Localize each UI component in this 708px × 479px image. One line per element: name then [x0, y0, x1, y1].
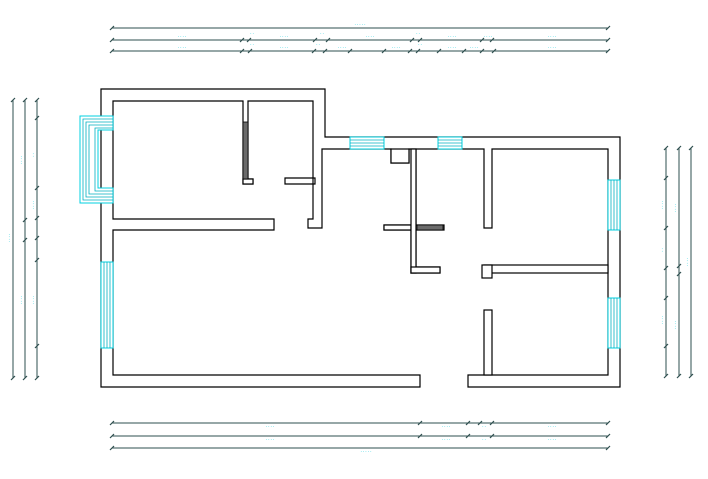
top-dim-text: ··: [250, 31, 255, 36]
top-overall-dim-text: ·····: [354, 22, 366, 27]
top-dimension-chain: ····· ···· ·· ···· ·· ···· ·· ···· ···· …: [109, 22, 611, 54]
top-dim-text: ··: [250, 42, 255, 47]
wall-mass: [100, 88, 621, 388]
walls: [100, 88, 621, 388]
top-dim-text: ····: [337, 45, 347, 50]
bottom-dim-text: ····: [547, 437, 557, 442]
top-dim-text: ····: [279, 45, 289, 50]
bottom-dimension-chain: ···· ···· ·· ···· ···· ···· ·· ···· ····…: [109, 420, 611, 454]
wall-segment: [410, 266, 441, 274]
left-dim-text: ····: [7, 233, 12, 243]
wall-segment: [483, 264, 609, 274]
top-dim-text: ····: [469, 45, 479, 50]
right-dim-text: ····: [660, 315, 665, 325]
window-right-lower: [607, 297, 621, 349]
right-dim-text: ····: [673, 203, 678, 213]
structural-column: [242, 121, 249, 180]
wall-segment: [242, 178, 254, 185]
top-dim-text: ····: [279, 34, 289, 39]
top-dim-text: ····: [483, 34, 493, 39]
window-top-left: [349, 136, 385, 150]
right-dim-text: ····: [673, 320, 678, 330]
structural-column: [416, 224, 444, 231]
bottom-dim-text: ····: [441, 437, 451, 442]
top-dim-text: ··: [418, 42, 423, 47]
wall-segment: [390, 148, 410, 164]
top-dim-text: ····: [547, 34, 557, 39]
bottom-dim-text: ····: [265, 437, 275, 442]
top-dim-text: ····: [391, 45, 401, 50]
window-left-lower: [100, 261, 114, 349]
right-dimension-chain: ···· ···· ·· ···· ···· ····: [660, 145, 694, 379]
right-dim-text: ····: [660, 200, 665, 210]
right-dim-text: ····: [685, 257, 690, 267]
top-dim-text: ··: [320, 31, 325, 36]
top-dim-text: ····: [447, 34, 457, 39]
bottom-dim-text: ····: [265, 424, 275, 429]
window-top-right: [437, 136, 463, 150]
top-dim-text: ····: [365, 34, 375, 39]
top-dim-text: ····: [177, 34, 187, 39]
left-dim-text: ····: [31, 295, 36, 305]
bottom-dim-text: ····: [547, 424, 557, 429]
bay-window: [79, 115, 114, 204]
bottom-dim-text: ····: [441, 424, 451, 429]
window-right-upper: [607, 179, 621, 231]
windows: [79, 115, 621, 349]
top-dim-text: ····: [547, 45, 557, 50]
bottom-dim-text: ··: [482, 424, 487, 429]
top-dim-text: ····: [177, 45, 187, 50]
wall-segment: [410, 148, 417, 274]
wall-segment: [481, 264, 493, 279]
left-dim-text: ····: [19, 155, 24, 165]
left-dim-text: ··: [31, 153, 36, 158]
left-dimension-chain: ···· ···· ···· ·· ···· ····: [7, 97, 40, 381]
bottom-overall-dim-text: ·····: [360, 449, 372, 454]
top-dim-text: ··: [316, 42, 321, 47]
top-dim-text: ··: [416, 31, 421, 36]
bottom-dim-text: ··: [482, 437, 487, 442]
wall-segment: [483, 309, 493, 376]
left-dim-text: ····: [31, 200, 36, 210]
top-dim-text: ····: [447, 45, 457, 50]
wall-segment: [383, 224, 412, 231]
right-dim-text: ··: [660, 248, 665, 253]
left-dim-text: ····: [19, 295, 24, 305]
